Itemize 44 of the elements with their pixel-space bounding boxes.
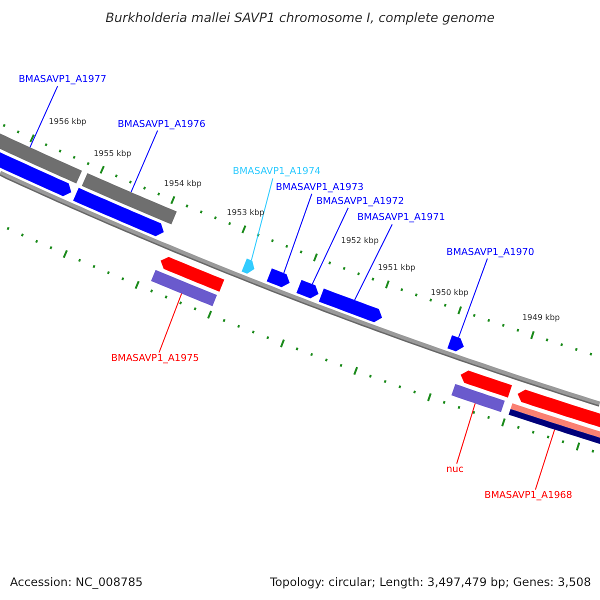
leader-line xyxy=(354,224,393,301)
diagram-title: Burkholderia mallei SAVP1 chromosome I, complete genome xyxy=(106,10,495,26)
genome-stats: Topology: circular; Length: 3,497,479 bp; Genes: 3,508 xyxy=(270,575,592,590)
gene-label: BMASAVP1_A1976 xyxy=(118,118,206,131)
gene-label: BMASAVP1_A1968 xyxy=(484,490,572,502)
tick-label: 1951 kbp xyxy=(378,262,416,272)
gene-bar xyxy=(160,256,224,292)
leader-line xyxy=(312,207,349,285)
gene-bar xyxy=(510,403,600,438)
leader-line xyxy=(458,258,488,338)
gene-bar xyxy=(242,258,254,274)
tick-label: 1952 kbp xyxy=(341,236,379,246)
gene-bar xyxy=(296,280,318,298)
gene-bar xyxy=(73,188,164,236)
gene-label: BMASAVP1_A1974 xyxy=(232,166,321,178)
gene-bar xyxy=(518,390,600,428)
gene-bar xyxy=(508,409,600,444)
gene-label: BMASAVP1_A1970 xyxy=(446,246,534,259)
leader-line xyxy=(250,178,274,261)
gene-bar xyxy=(151,270,217,306)
gene-bar xyxy=(447,335,464,352)
gene-bar xyxy=(451,384,505,412)
leader-line xyxy=(456,402,476,464)
gene-bar xyxy=(460,370,512,398)
leader-line xyxy=(158,293,182,353)
gene-bar xyxy=(266,268,290,288)
gene-label: BMASAVP1_A1971 xyxy=(357,212,446,224)
tick-label: 1956 kbp xyxy=(48,117,86,127)
gene-label: BMASAVP1_A1975 xyxy=(111,352,199,364)
gene-label: BMASAVP1_A1973 xyxy=(276,182,364,194)
gene-label: BMASAVP1_A1972 xyxy=(316,196,404,208)
gene-bar xyxy=(318,288,382,322)
tick-label: 1950 kbp xyxy=(430,288,468,298)
leader-line xyxy=(283,193,312,274)
tick-label: 1955 kbp xyxy=(94,148,132,158)
leader-line xyxy=(30,86,58,148)
gene-label: BMASAVP1_A1977 xyxy=(18,74,106,86)
tick-label: 1953 kbp xyxy=(226,208,264,218)
gene-bar xyxy=(0,152,72,196)
gene-label: nuc xyxy=(446,464,464,476)
accession-label: Accession: NC_008785 xyxy=(10,575,143,590)
tick-label: 1954 kbp xyxy=(164,178,202,188)
gene-bar xyxy=(0,134,82,184)
tick-label: 1949 kbp xyxy=(522,313,560,323)
